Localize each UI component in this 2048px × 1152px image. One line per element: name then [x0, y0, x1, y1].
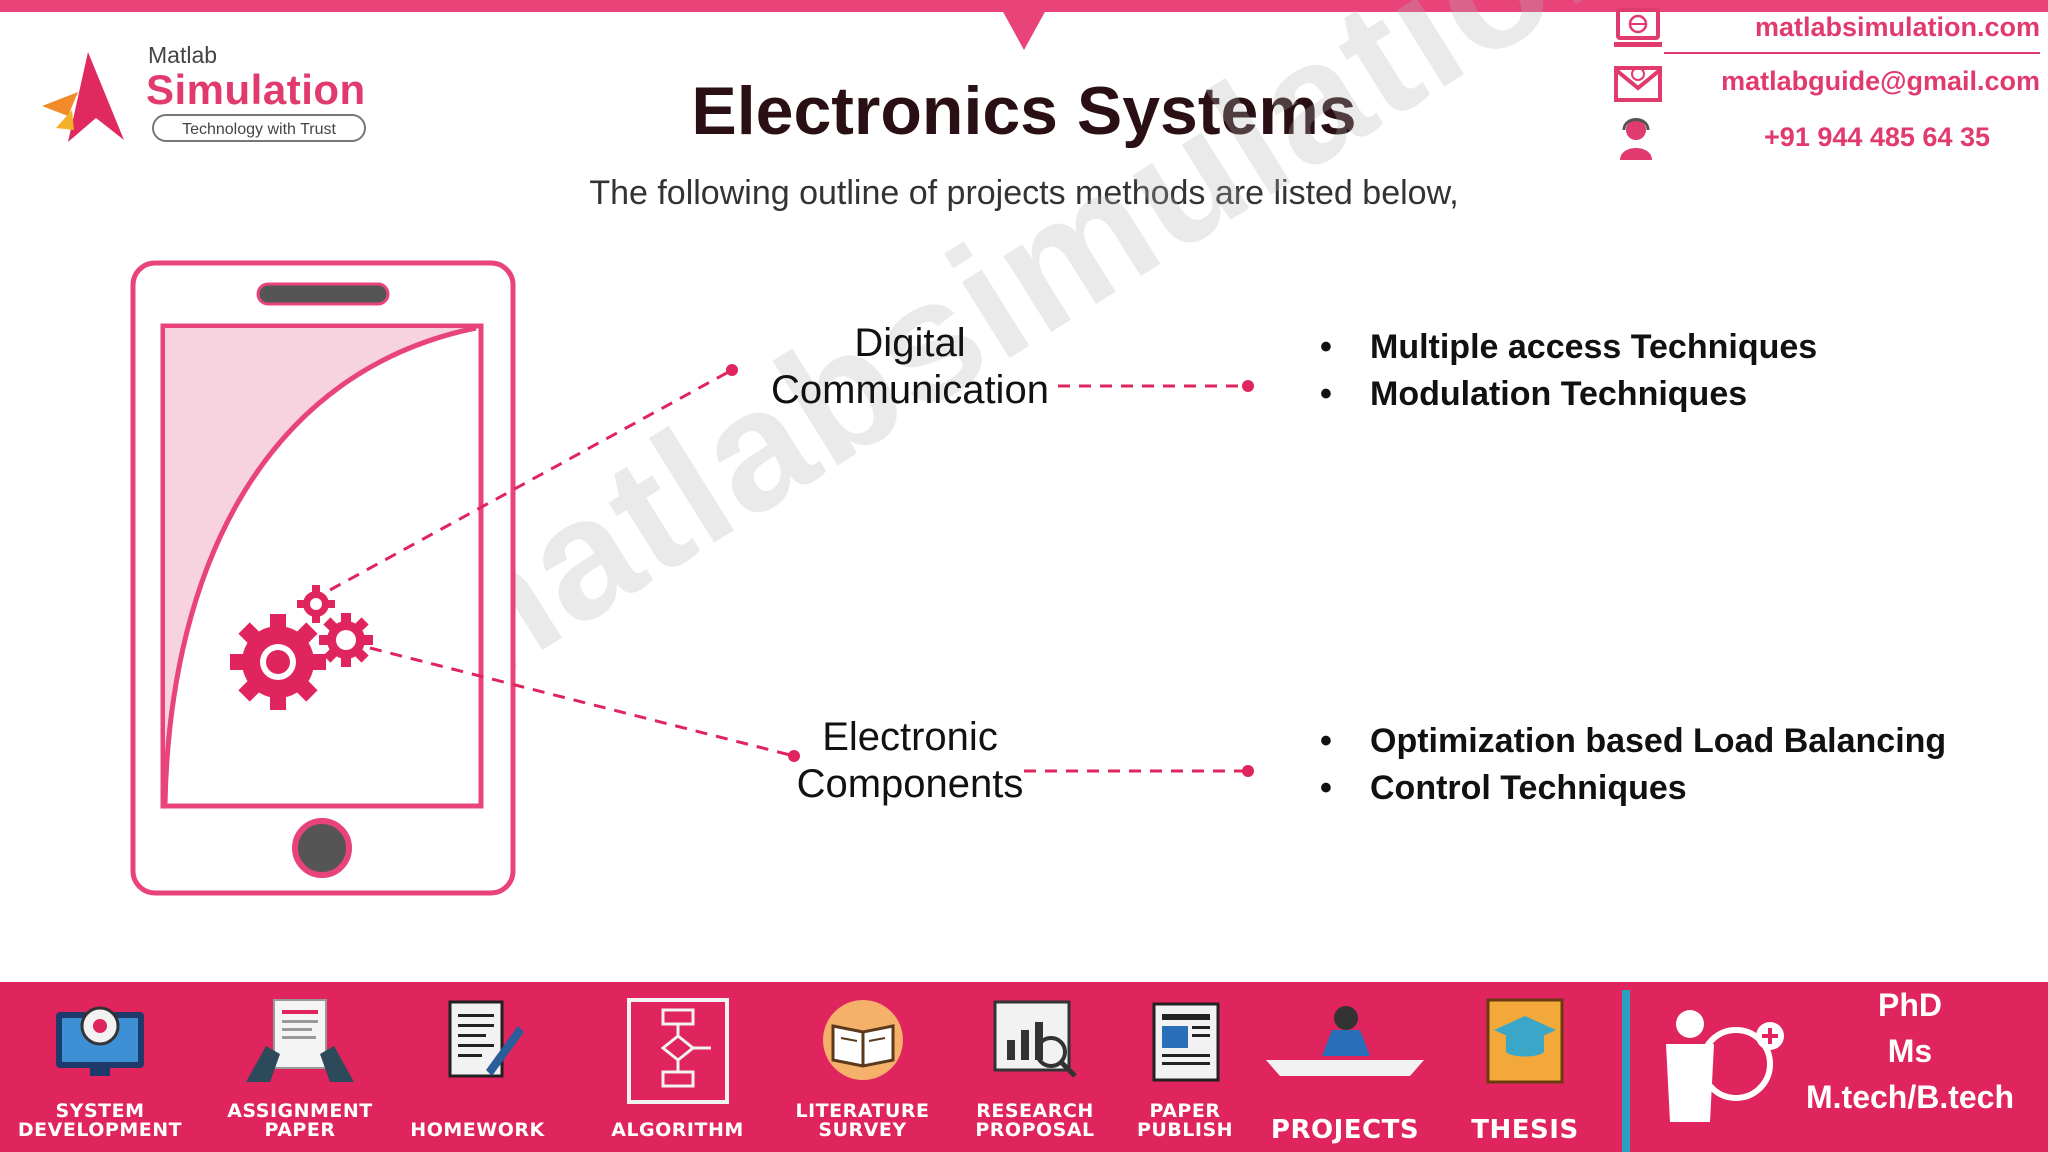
degree-phd: PhD [1878, 987, 1942, 1023]
logo-big-text: Simulation [146, 66, 366, 113]
logo-small-text: Matlab [148, 42, 218, 68]
node-label-line1: Digital [854, 321, 966, 365]
node-digital-communication: Digital Communication [740, 320, 1080, 414]
bullet-list-digital-communication: Multiple access Techniques Modulation Te… [1320, 324, 1817, 418]
list-item: Modulation Techniques [1320, 371, 1817, 418]
monitor-gear-icon [56, 1006, 144, 1076]
node-label-line2: Communication [771, 368, 1049, 412]
smartphone-illustration [130, 260, 516, 896]
brand-logo[interactable]: Matlab Simulation Technology with Trust [38, 38, 378, 158]
node-label-line1: Electronic [822, 715, 998, 759]
assignment-paper-icon [246, 999, 354, 1082]
footer-label: ALGORITHM [611, 1119, 744, 1141]
top-notch [1002, 10, 1046, 50]
degree-list: PhD Ms M.tech/B.tech [1772, 982, 2048, 1152]
contact-phone-row[interactable]: +91 944 485 64 35 [1600, 116, 2040, 166]
bullet-list-electronic-components: Optimization based Load Balancing Contro… [1320, 718, 1946, 812]
degree-mtech-btech: M.tech/B.tech [1805, 1079, 2015, 1115]
doctor-student-icon [1666, 1010, 1784, 1122]
node-label-line2: Components [796, 762, 1024, 806]
contact-website[interactable]: matlabsimulation.com [1754, 12, 2040, 42]
contact-block: matlabsimulation.com matlabguide@gmail.c… [1600, 6, 2040, 166]
research-chart-icon [993, 1000, 1077, 1078]
footer-label: HOMEWORK [410, 1119, 545, 1141]
newspaper-icon [1152, 1002, 1220, 1082]
footer-label: PROJECTS [1270, 1115, 1420, 1145]
page-subtitle: The following outline of projects method… [589, 174, 1459, 212]
footer-item-homework[interactable]: HOMEWORK [395, 982, 560, 1152]
logo-mark-icon [42, 52, 124, 142]
contact-phone[interactable]: +91 944 485 64 35 [1764, 122, 1990, 152]
logo-tagline: Technology with Trust [152, 114, 366, 142]
gears-icon [230, 585, 373, 710]
graduation-book-icon [1486, 998, 1564, 1084]
page-title: Electronics Systems [691, 73, 1357, 149]
footer-label: THESIS [1471, 1115, 1579, 1145]
footer-item-algorithm[interactable]: ALGORITHM [590, 982, 765, 1152]
contact-email-row[interactable]: matlabguide@gmail.com [1600, 60, 2040, 110]
footer-item-projects[interactable]: PROJECTS [1255, 982, 1435, 1152]
contact-divider [1664, 52, 2040, 54]
website-icon [1614, 8, 1662, 47]
footer-divider [1622, 990, 1630, 1152]
contact-email[interactable]: matlabguide@gmail.com [1721, 66, 2040, 96]
homework-notepad-icon [448, 1000, 524, 1078]
email-icon [1614, 66, 1662, 102]
node-electronic-components: Electronic Components [740, 714, 1080, 808]
degree-ms: Ms [1887, 1033, 1933, 1069]
phone-support-icon [1620, 118, 1652, 160]
footer-item-thesis[interactable]: THESIS [1445, 982, 1605, 1152]
contact-website-row[interactable]: matlabsimulation.com [1600, 6, 2040, 56]
list-item: Control Techniques [1320, 765, 1946, 812]
top-accent-bar [0, 0, 2048, 12]
list-item: Optimization based Load Balancing [1320, 718, 1946, 765]
open-book-icon [822, 1000, 903, 1080]
flowchart-icon [626, 998, 729, 1104]
workbench-icon [1266, 1006, 1424, 1076]
list-item: Multiple access Techniques [1320, 324, 1817, 371]
